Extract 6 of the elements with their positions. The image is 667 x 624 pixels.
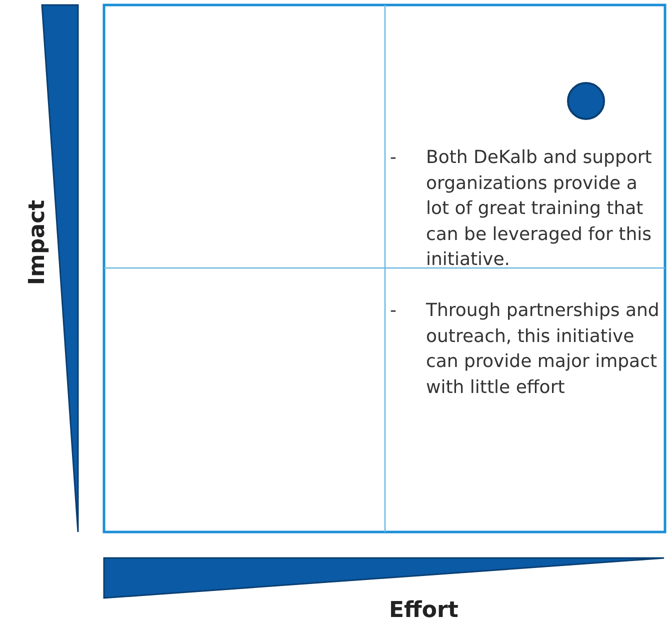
axis-title: Impact bbox=[25, 200, 50, 286]
bullet-text: Through partnerships and outreach, this initiative can provide major impact with little effort bbox=[426, 299, 660, 400]
bullet-text: Both DeKalb and support organizations provide a lot of great training that can be leveraged for this initiative. bbox=[426, 146, 653, 272]
axis-title: Effort bbox=[389, 598, 458, 623]
bullet-dash: - bbox=[390, 146, 396, 170]
bullet-dash: - bbox=[390, 299, 396, 323]
